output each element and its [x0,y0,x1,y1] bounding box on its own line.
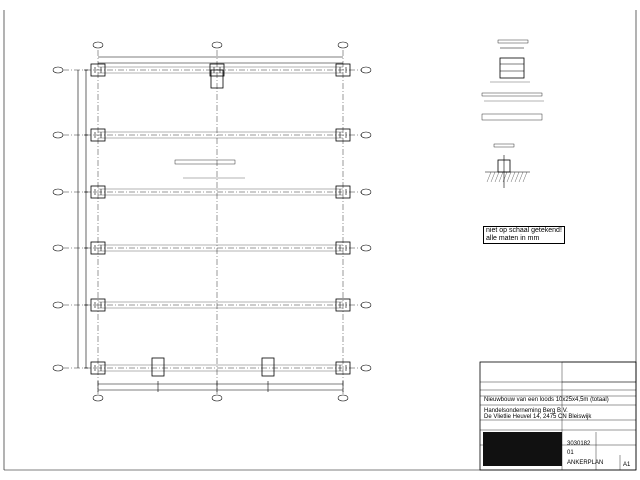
base-plate [209,63,225,77]
base-plate [335,361,351,375]
base-plate [335,241,351,255]
hatch-line [522,171,528,183]
grid-bubble-row [52,131,64,139]
base-plate [335,298,351,312]
hatch-line [486,171,492,183]
drawing-number: 3030182 [567,441,591,447]
scale-note-line1: niet op schaal getekend! [486,227,562,234]
grid-bubble-row [360,188,372,196]
scale-note-line2: alle maten in mm [486,235,540,242]
grid-bubble-row [52,188,64,196]
grid-bubble-row [360,364,372,372]
grid-bubble-column [337,41,349,49]
sheet-number: 01 [567,450,574,456]
base-plate-gable [151,357,165,377]
project-title: Nieuwbouw van een loods 10x25x4,5m (tota… [484,397,609,403]
base-plate [335,63,351,77]
grid-bubble-row [360,131,372,139]
detail-label-box [497,39,529,44]
base-plate [90,241,106,255]
base-plate [90,298,106,312]
base-plate-gable [261,357,275,377]
grid-bubble-column [92,394,104,402]
hatch-line [498,171,504,183]
title-block-outline [479,361,637,471]
grid-bubble-row [52,301,64,309]
paper-format: A1 [623,462,631,468]
hatch-line [494,171,500,183]
grid-bubble-row [52,66,64,74]
client-address: De Vlietlie Heuvel 14, 2475 CN Bleiswijk [484,414,592,420]
grid-bubble-row [52,244,64,252]
scale-note: niet op schaal getekend! alle maten in m… [483,226,565,244]
grid-bubble-column [211,41,223,49]
base-plate [90,185,106,199]
grid-bubble-column [211,394,223,402]
base-plate-middle [210,69,224,89]
hatch-line [510,171,516,183]
hatch-line [502,171,508,183]
base-plate [335,128,351,142]
base-plate [90,63,106,77]
revision-box [561,361,637,383]
hatch-line [514,171,520,183]
hatch-line [490,171,496,183]
client-name: Handelsonderneming Berg B.V. [484,408,568,414]
grid-bubble-row [360,66,372,74]
black-block [483,432,562,466]
hatch-line [518,171,524,183]
grid-bubble-column [92,41,104,49]
hatch-line [506,171,512,183]
detail-plate [499,57,525,79]
grid-bubble-row [360,244,372,252]
base-plate [90,128,106,142]
grid-bubble-row [360,301,372,309]
detail-label-box [481,92,543,97]
grid-bubble-column [337,394,349,402]
base-plate [335,185,351,199]
grid-bubble-row [52,364,64,372]
annotation-box [174,159,236,165]
detail-note-box [481,113,543,121]
base-plate [90,361,106,375]
section-label-box [493,143,515,148]
drawing-title: ANKERPLAN [567,460,604,466]
